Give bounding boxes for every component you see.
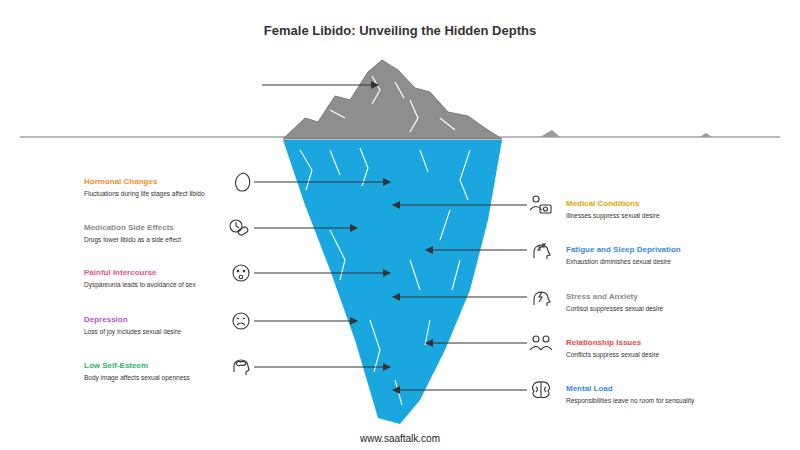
factor-heading: Medication Side Effects <box>84 223 229 233</box>
factor-description: Drugs lower libido as a side effect <box>84 236 229 244</box>
factor-description: Loss of joy includes sexual desire <box>84 328 229 336</box>
diagram-title: Female Libido: Unveiling the Hidden Dept… <box>0 23 800 38</box>
factor-description: Illnesses suppress sexual desire <box>566 212 736 220</box>
factor-description: Body image affects sexual openness <box>84 374 229 382</box>
factor-heading: Stress and Anxiety <box>566 292 736 302</box>
factor-description: Fluctuations during life stages affect l… <box>84 190 229 198</box>
factor-heading: Medical Conditions <box>566 199 736 209</box>
factor-heading: Relationship Issues <box>566 338 736 348</box>
factor-label: Relationship IssuesConflicts suppress se… <box>566 338 736 359</box>
factor-heading: Low Self-Esteem <box>84 361 229 371</box>
watermark: www.saaftalk.com <box>0 433 800 444</box>
factor-description: Cortisol suppresses sexual desire <box>566 305 736 313</box>
factor-heading: Painful Intercourse <box>84 268 229 278</box>
factor-label: Stress and AnxietyCortisol suppresses se… <box>566 292 736 313</box>
factor-heading: Depression <box>84 315 229 325</box>
factor-label: Fatigue and Sleep DeprivationExhaustion … <box>566 245 736 266</box>
factor-heading: Fatigue and Sleep Deprivation <box>566 245 736 255</box>
factor-description: Conflicts suppress sexual desire <box>566 351 736 359</box>
factor-heading: Mental Load <box>566 384 736 394</box>
factor-label: Low Self-EsteemBody image affects sexual… <box>84 361 229 382</box>
factor-description: Exhaustion diminishes sexual desire <box>566 258 736 266</box>
factor-description: Responsibilities leave no room for sensu… <box>566 397 736 405</box>
factor-label: Hormonal ChangesFluctuations during life… <box>84 177 229 198</box>
factor-label: Painful IntercourseDyspareunia leads to … <box>84 268 229 289</box>
factor-label: DepressionLoss of joy includes sexual de… <box>84 315 229 336</box>
factor-label: Medication Side EffectsDrugs lower libid… <box>84 223 229 244</box>
factor-label: Medical ConditionsIllnesses suppress sex… <box>566 199 736 220</box>
factor-heading: Hormonal Changes <box>84 177 229 187</box>
factor-description: Dyspareunia leads to avoidance of sex <box>84 281 229 289</box>
factor-label: Mental LoadResponsibilities leave no roo… <box>566 384 736 405</box>
